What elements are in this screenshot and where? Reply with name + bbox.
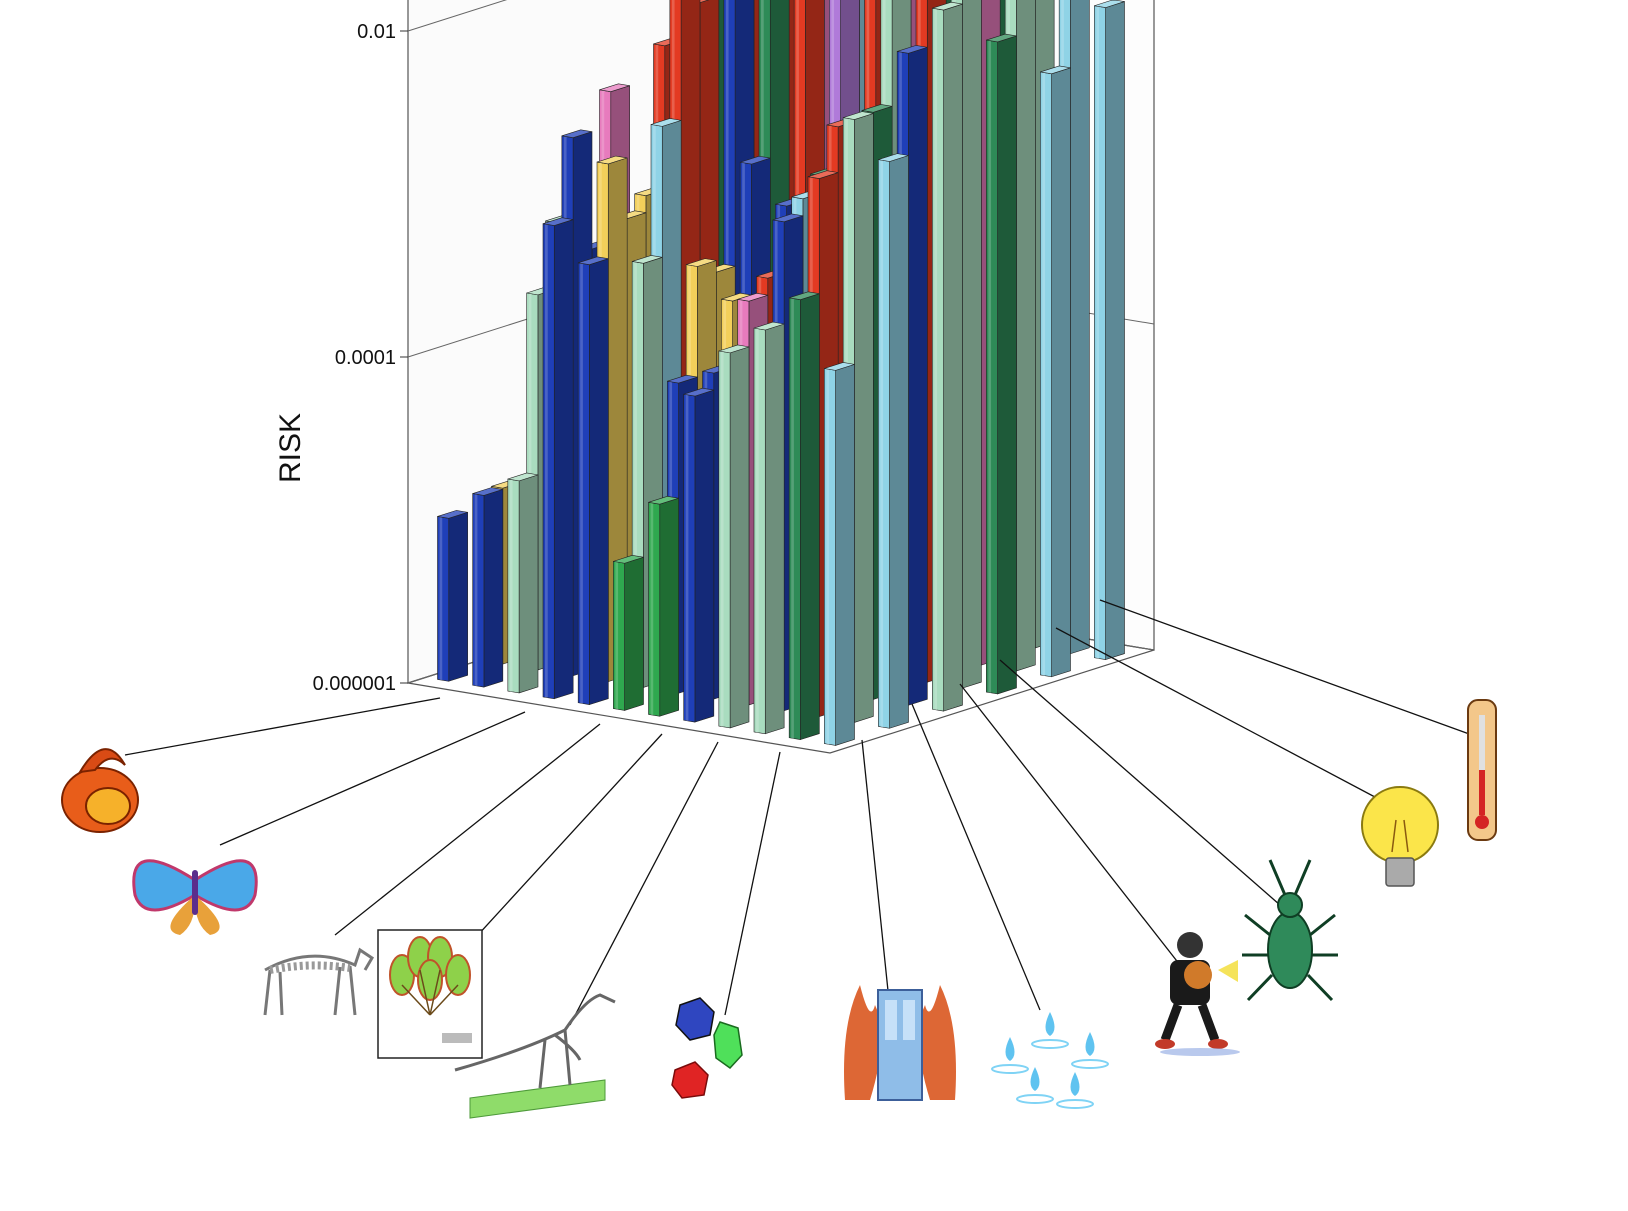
bar-col11-row1 (878, 153, 909, 729)
y-tick-label: 0.0001 (335, 347, 396, 369)
burglar-icon (1155, 932, 1240, 1056)
y-tick-label: 0.000001 (313, 673, 396, 695)
bar-col2-row0 (507, 472, 539, 694)
leader-line (569, 741, 719, 1026)
beetle-icon (1242, 859, 1338, 1002)
leader-line (124, 697, 441, 756)
y-axis-label: RISK (274, 413, 307, 483)
shell-icon (61, 748, 139, 833)
bar-col11-row0 (824, 362, 855, 746)
leader-line (1055, 627, 1391, 806)
leader-line (1099, 599, 1473, 736)
leader-line (911, 703, 1041, 1011)
butterfly-icon (132, 859, 258, 935)
bars (437, 0, 1125, 746)
category-icons (61, 699, 1497, 1119)
leader-line (999, 659, 1281, 906)
bar-col6-row0 (648, 496, 679, 717)
light-bulb-icon (1361, 786, 1439, 887)
y-tick-label: 0.01 (357, 21, 396, 43)
leaf-specimen-icon (377, 929, 483, 1059)
bar-col11-row2 (932, 1, 963, 712)
bar-col10-row0 (788, 291, 820, 741)
leader-line (861, 739, 891, 1011)
bar-col5-row0 (613, 555, 644, 711)
fire-door-icon (844, 985, 956, 1101)
gemstones-icon (671, 997, 743, 1099)
water-sprinkler-icon (991, 1012, 1109, 1109)
dinosaur-skeleton-icon (454, 993, 616, 1119)
bar-col8-row0 (718, 344, 750, 729)
leader-line (454, 733, 663, 961)
bar-col7-row0 (683, 387, 715, 723)
leader-line (959, 683, 1181, 966)
leader-line (724, 751, 781, 1016)
bar-col4-row0 (577, 256, 609, 706)
leader-line (334, 723, 601, 936)
bar-col11-row3 (986, 33, 1017, 695)
bar-col1-row0 (472, 487, 504, 688)
bar-col11-row4 (1040, 65, 1071, 678)
bar-col9-row0 (753, 321, 785, 735)
bar-col11-row5 (1094, 0, 1125, 661)
leader-lines (124, 599, 1473, 1026)
bar-col0-row0 (437, 510, 468, 682)
bar-col3-row0 (542, 217, 574, 700)
mammal-skeleton-icon (263, 947, 375, 1016)
thermometer-icon (1467, 699, 1497, 841)
leader-line (219, 711, 526, 846)
